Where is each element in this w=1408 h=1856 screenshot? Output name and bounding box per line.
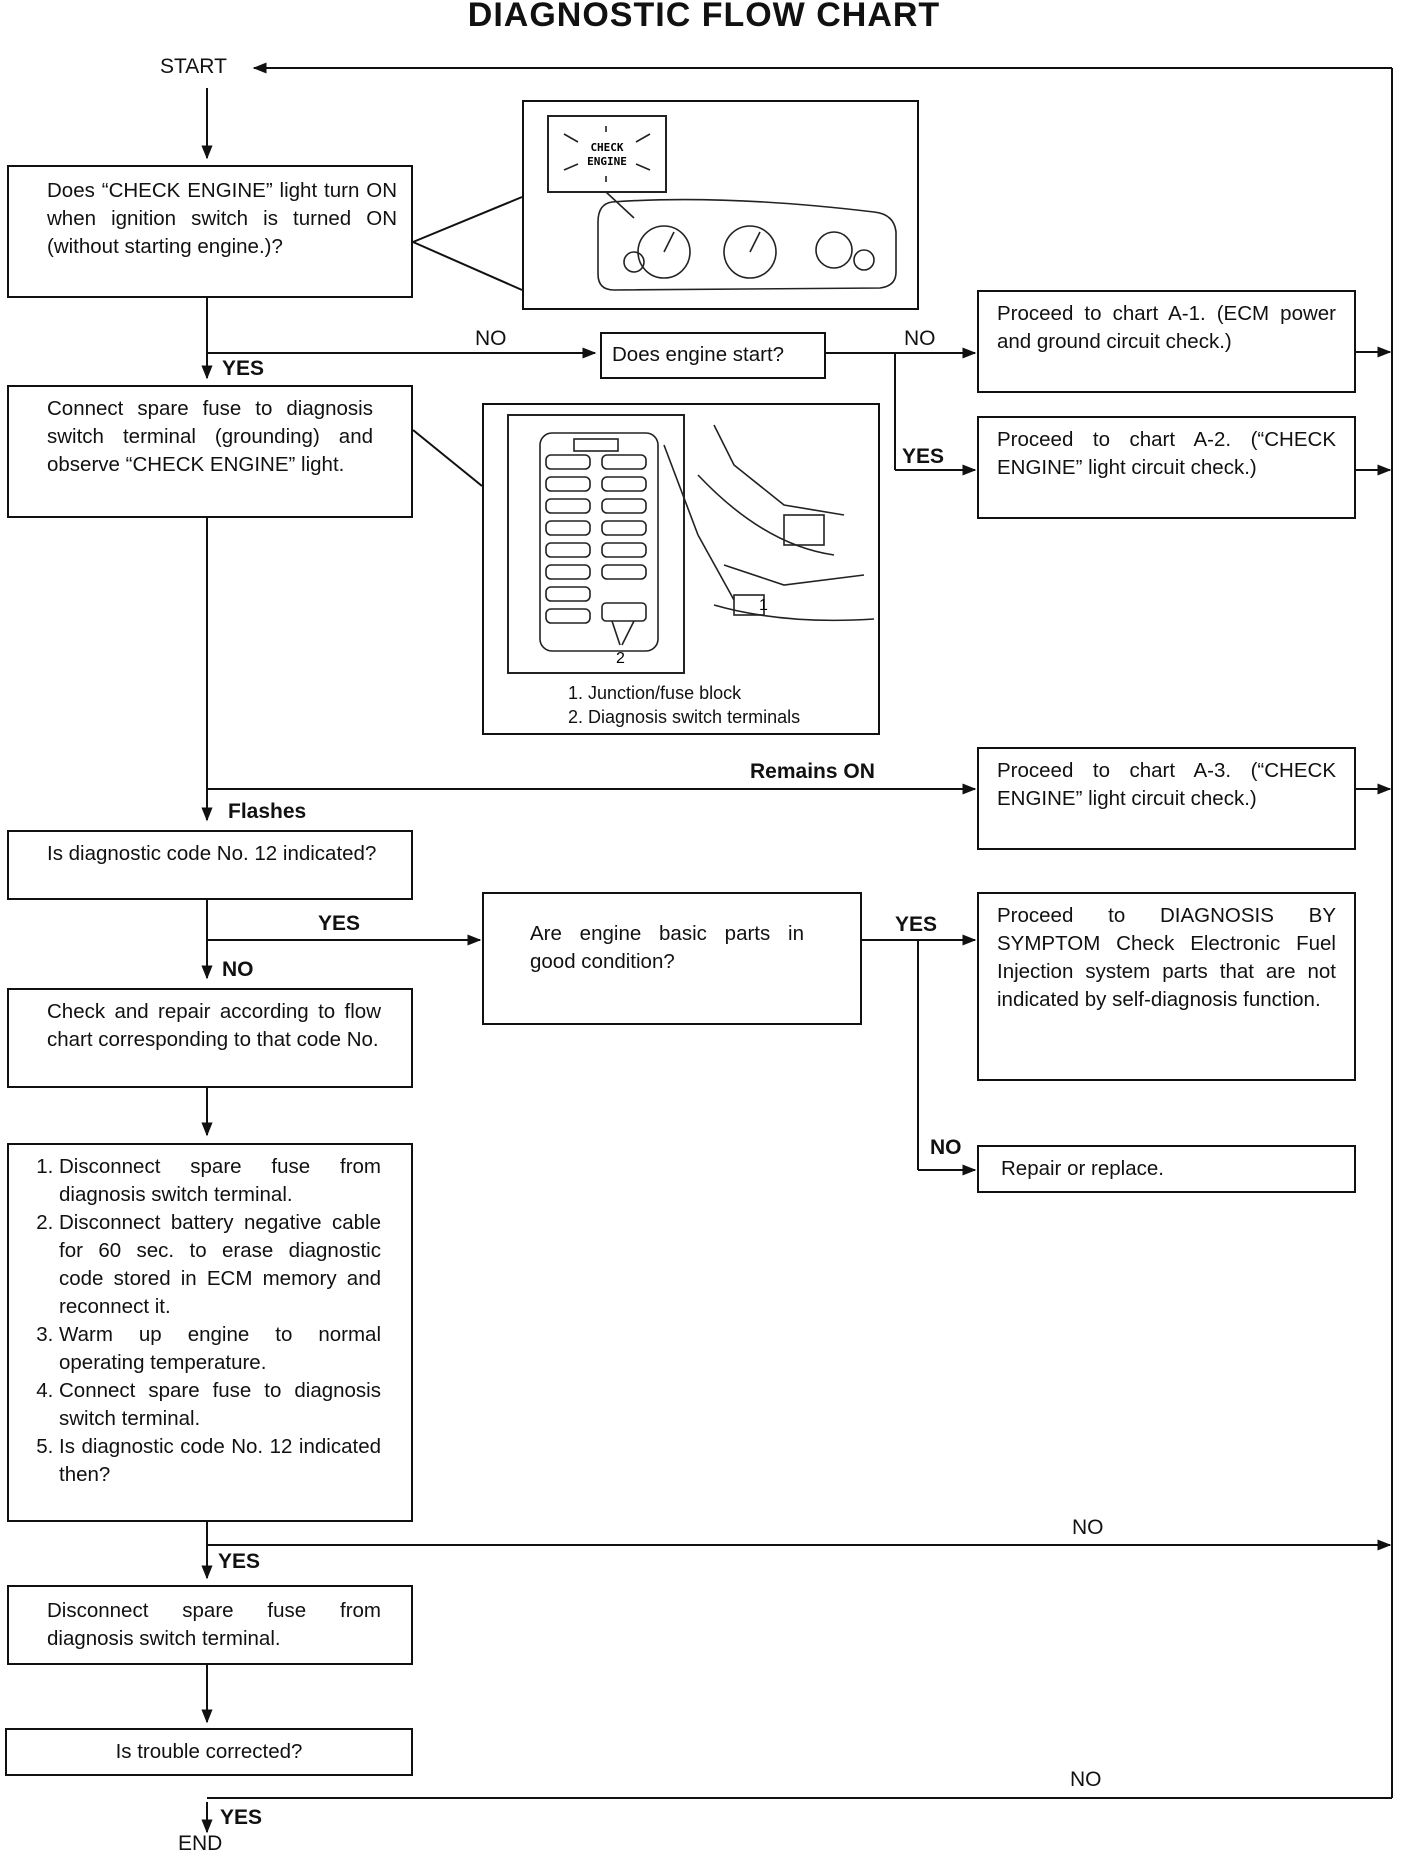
dash-engine-text: ENGINE [587, 155, 627, 168]
dash-check-text: CHECK [590, 141, 623, 154]
repair-or-replace-box: Repair or replace. [977, 1145, 1356, 1193]
disconnect-fuse-box: Disconnect spare fuse from diagnosis swi… [7, 1585, 413, 1665]
connect-spare-fuse-box: Connect spare fuse to diagnosis switch t… [7, 385, 413, 518]
no-label-2: NO [904, 327, 936, 350]
step-item: Connect spare fuse to diagnosis switch t… [59, 1377, 381, 1433]
yes-label-5: YES [218, 1550, 261, 1573]
start-label: START [160, 55, 227, 78]
yes-label-4: YES [895, 913, 938, 936]
check-engine-question-box: Does “CHECK ENGINE” light turn ON when i… [7, 165, 413, 298]
reset-steps-list: Disconnect spare fuse from diagnosis swi… [27, 1153, 381, 1489]
callout-2: 2 [616, 650, 625, 667]
yes-label-1: YES [222, 357, 265, 380]
yes-label-2: YES [902, 445, 945, 468]
chart-a1-box: Proceed to chart A-1. (ECM power and gro… [977, 290, 1356, 393]
yes-label-3: YES [318, 912, 361, 935]
page-title: DIAGNOSTIC FLOW CHART [467, 0, 941, 34]
engine-start-question-box: Does engine start? [600, 332, 826, 379]
step-item: Warm up engine to normal operating tempe… [59, 1321, 381, 1377]
basic-parts-question-box: Are engine basic parts in good condition… [482, 892, 862, 1025]
instrument-cluster-illustration: CHECK ENGINE [522, 100, 919, 310]
no-label-3: NO [222, 958, 254, 981]
trouble-corrected-question-box: Is trouble corrected? [5, 1728, 413, 1776]
code12-question-box: Is diagnostic code No. 12 indicated? [7, 830, 413, 900]
step-item: Disconnect spare fuse from diagnosis swi… [59, 1153, 381, 1209]
fuse-block-illustration: 1 2 1. Junction/fuse block 2. Diagnosis … [482, 403, 880, 735]
remains-on-label: Remains ON [750, 760, 875, 783]
yes-label-6: YES [220, 1806, 263, 1829]
legend-item-1: 1. Junction/fuse block [568, 683, 742, 703]
chart-a2-box: Proceed to chart A-2. (“CHECK ENGINE” li… [977, 416, 1356, 519]
check-and-repair-box: Check and repair according to flow chart… [7, 988, 413, 1088]
step-item: Is diagnostic code No. 12 indicated then… [59, 1433, 381, 1489]
legend-item-2: 2. Diagnosis switch terminals [568, 707, 801, 727]
no-label-4: NO [930, 1136, 962, 1159]
step-item: Disconnect battery negative cable for 60… [59, 1209, 381, 1321]
diagnosis-by-symptom-box: Proceed to DIAGNOSIS BY SYMPTOM Check El… [977, 892, 1356, 1081]
callout-1: 1 [759, 597, 768, 614]
no-label-6: NO [1070, 1768, 1102, 1791]
chart-a3-box: Proceed to chart A-3. (“CHECK ENGINE” li… [977, 747, 1356, 850]
reset-steps-box: Disconnect spare fuse from diagnosis swi… [7, 1143, 413, 1522]
no-label-1: NO [475, 327, 507, 350]
no-label-5: NO [1072, 1516, 1104, 1539]
end-label: END [178, 1832, 223, 1855]
flashes-label: Flashes [228, 800, 307, 823]
